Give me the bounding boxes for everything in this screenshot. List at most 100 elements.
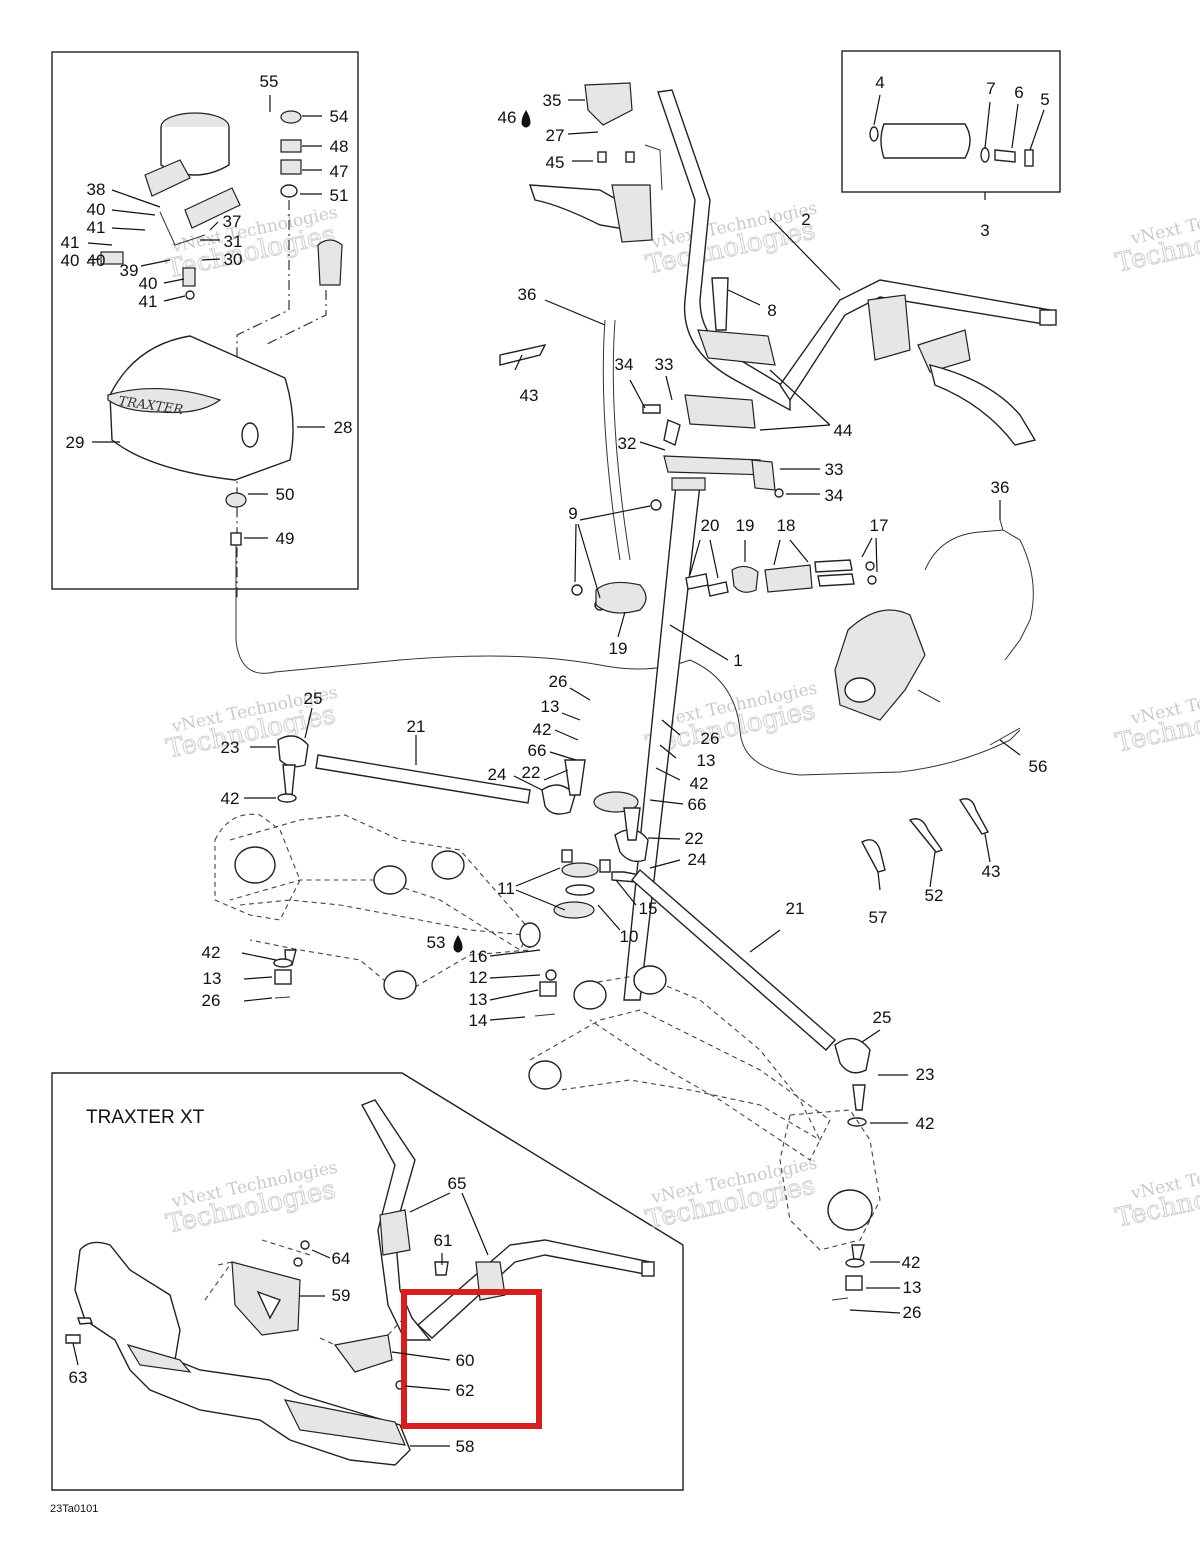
callout-label: 40 <box>61 251 80 270</box>
callout-label: 61 <box>434 1231 453 1250</box>
callout-label: 34 <box>825 486 844 505</box>
callout-label: 63 <box>69 1368 88 1387</box>
grip-group <box>869 123 1034 167</box>
callout-label: 40 <box>87 200 106 219</box>
callout-label: 49 <box>276 529 295 548</box>
throttle-housing-group: TRAXTER <box>100 110 691 674</box>
callout-label: 42 <box>916 1114 935 1133</box>
grease-drop-icon <box>453 935 463 953</box>
callout-label: 32 <box>618 434 637 453</box>
callout-label: 26 <box>903 1303 922 1322</box>
callout-label: 43 <box>520 386 539 405</box>
callout-label: 47 <box>330 162 349 181</box>
callout-label: 18 <box>777 516 796 535</box>
callout-label: 11 <box>497 879 515 898</box>
grip-inset-frame <box>841 50 1061 193</box>
inset-title: TRAXTER XT <box>86 1107 205 1128</box>
callout-label: 21 <box>786 899 805 918</box>
callout-label: 43 <box>982 862 1001 881</box>
callout-label: 8 <box>767 301 776 320</box>
callout-label: 13 <box>203 969 222 988</box>
callout-label: 24 <box>488 765 507 784</box>
callout-label: 26 <box>202 991 221 1010</box>
callout-label: 42 <box>902 1253 921 1272</box>
callout-label: 36 <box>518 285 537 304</box>
callout-label: 41 <box>139 292 158 311</box>
callout-label: 42 <box>221 789 240 808</box>
watermarks: vNext Technologies Technologies vNext Te… <box>163 194 1200 1240</box>
callout-label: 16 <box>469 947 488 966</box>
callout-label: 13 <box>697 751 716 770</box>
callout-label: 27 <box>546 126 565 145</box>
throttle-inset-frame <box>51 51 359 590</box>
callout-label: 22 <box>522 763 541 782</box>
callout-label: 62 <box>456 1381 475 1400</box>
callout-label: 57 <box>869 908 888 927</box>
callout-label: 42 <box>533 720 552 739</box>
callout-label: 28 <box>334 418 353 437</box>
grease-drop-icon <box>521 110 531 128</box>
callout-label: 31 <box>224 232 243 251</box>
callout-label: 45 <box>546 153 565 172</box>
callout-label: 24 <box>688 850 707 869</box>
callout-label: 66 <box>528 741 547 760</box>
callout-label: 38 <box>87 180 106 199</box>
callout-label: 56 <box>1029 757 1048 776</box>
callout-label: 55 <box>260 72 279 91</box>
callout-label: 26 <box>549 672 568 691</box>
callout-label: 40 <box>139 274 158 293</box>
callout-label: 60 <box>456 1351 475 1370</box>
callout-label: 29 <box>66 433 85 452</box>
callout-label: 48 <box>330 137 349 156</box>
callout-label: 7 <box>986 79 995 98</box>
callout-label: 22 <box>685 829 704 848</box>
callout-label: 13 <box>541 697 560 716</box>
drawing-code: 23Ta0101 <box>50 1503 98 1515</box>
callout-label: 12 <box>469 968 488 987</box>
callout-label: 2 <box>801 210 810 229</box>
callout-label: 30 <box>224 250 243 269</box>
callout-label: 34 <box>615 355 634 374</box>
callout-label: 10 <box>620 927 639 946</box>
carburetor-group <box>499 343 1034 873</box>
callout-label: 21 <box>407 717 426 736</box>
callout-label: 23 <box>916 1065 935 1084</box>
callout-label: 6 <box>1014 83 1023 102</box>
callout-label: 35 <box>543 91 562 110</box>
callout-label: 13 <box>469 990 488 1009</box>
callout-label: 50 <box>276 485 295 504</box>
callout-label: 13 <box>903 1278 922 1297</box>
callout-label: 19 <box>736 516 755 535</box>
callout-label: 64 <box>332 1249 351 1268</box>
callout-label: 53 <box>427 933 446 952</box>
callout-label: 19 <box>609 639 628 658</box>
callout-label: 20 <box>701 516 720 535</box>
callout-label: 46 <box>498 108 517 127</box>
callout-label: 41 <box>61 233 80 252</box>
suspension-group <box>214 735 881 1301</box>
callout-label: 40 <box>87 251 106 270</box>
callout-label: 66 <box>688 795 707 814</box>
callout-label: 14 <box>469 1011 488 1030</box>
callout-label: 44 <box>834 421 853 440</box>
callout-label: 15 <box>639 899 658 918</box>
callout-label: 51 <box>330 186 349 205</box>
callout-label: 42 <box>690 774 709 793</box>
callout-label: 52 <box>925 886 944 905</box>
traxter-xt-inset-frame <box>51 1072 684 1491</box>
callout-labels: 1 2 3 4 5 6 7 8 9 10 11 12 13 14 15 16 1… <box>66 72 1050 1456</box>
callout-label: 41 <box>87 218 106 237</box>
callout-label: 65 <box>448 1174 467 1193</box>
callout-label: 26 <box>701 729 720 748</box>
highlight-box <box>401 1289 542 1429</box>
traxter-xt-group <box>65 1099 655 1466</box>
callout-label: 9 <box>568 504 577 523</box>
callout-label: 58 <box>456 1437 475 1456</box>
callout-label: 23 <box>221 738 240 757</box>
callout-label: 36 <box>991 478 1010 497</box>
callout-label: 33 <box>825 460 844 479</box>
handlebar-group <box>529 82 1057 1017</box>
callout-label: 25 <box>304 689 323 708</box>
callout-label: 37 <box>223 212 242 231</box>
